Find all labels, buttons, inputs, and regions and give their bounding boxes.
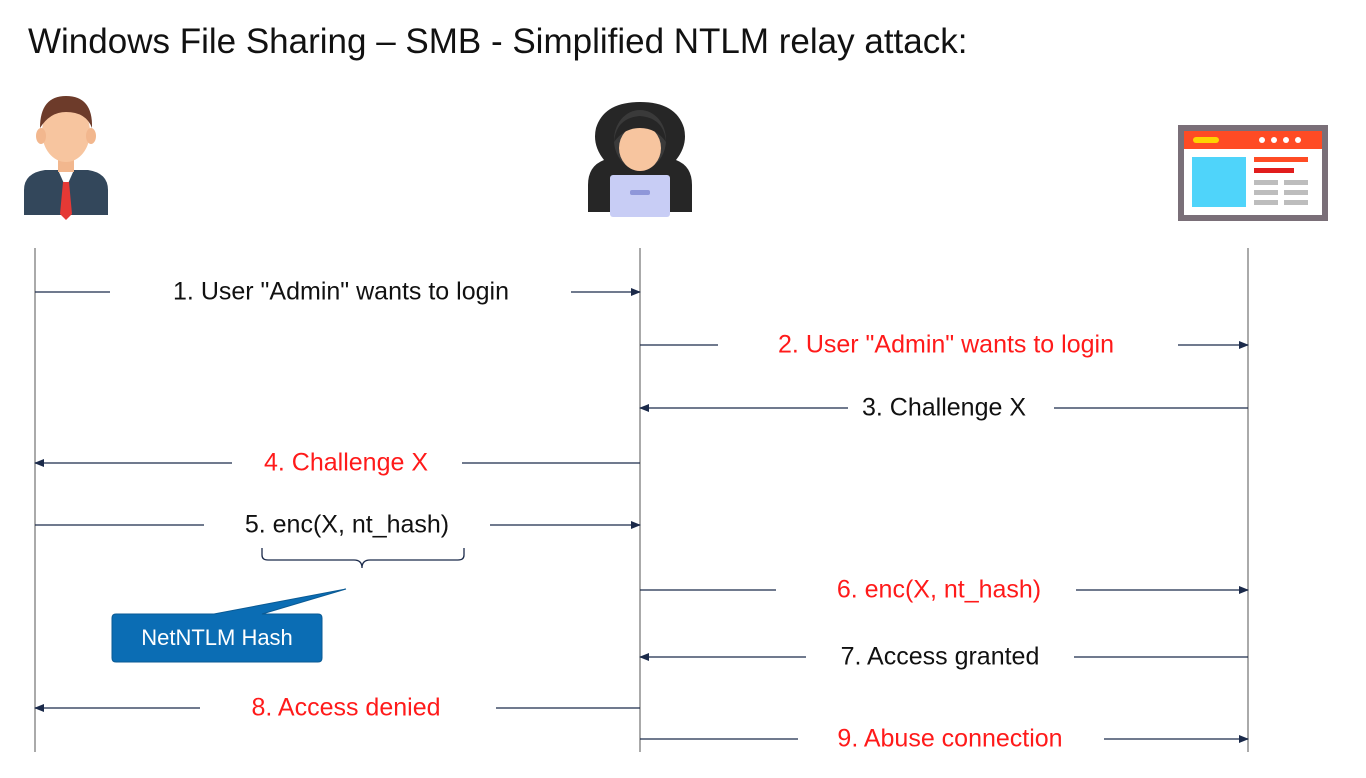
message-label-1: 1. User "Admin" wants to login (167, 277, 515, 307)
message-label-6: 6. enc(X, nt_hash) (830, 575, 1048, 605)
message-label-5: 5. enc(X, nt_hash) (238, 510, 456, 540)
message-label-4: 4. Challenge X (257, 448, 435, 478)
hash-brace (261, 548, 465, 569)
message-label-7: 7. Access granted (834, 642, 1046, 672)
page-title: Windows File Sharing – SMB - Simplified … (28, 22, 968, 61)
netntlm-hash-callout (111, 588, 347, 663)
hooded-hacker-icon (588, 102, 692, 217)
message-label-9: 9. Abuse connection (831, 724, 1069, 754)
message-label-2: 2. User "Admin" wants to login (772, 330, 1120, 360)
business-user-icon (24, 96, 108, 220)
message-label-8: 8. Access denied (245, 693, 447, 723)
callout-label: NetNTLM Hash (141, 625, 293, 650)
message-label-3: 3. Challenge X (855, 393, 1033, 423)
web-server-window-icon (1178, 125, 1328, 221)
